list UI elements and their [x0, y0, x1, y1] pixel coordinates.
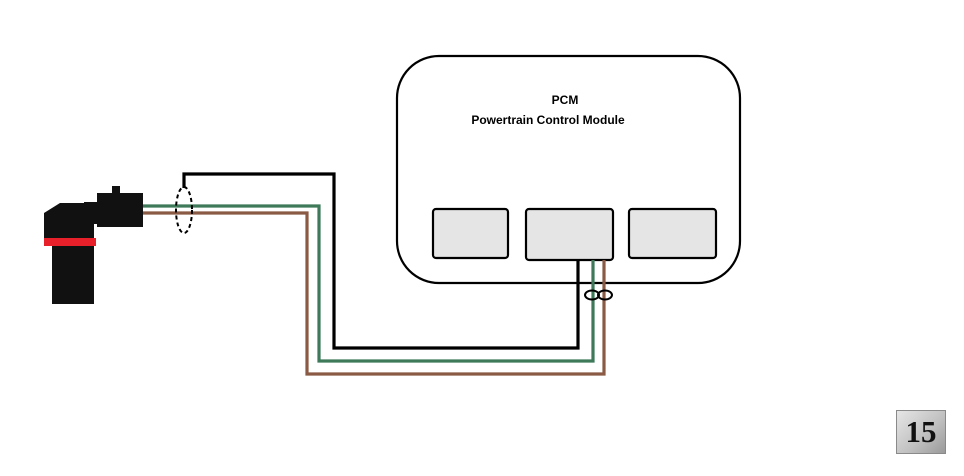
- pcm-full-name: Powertrain Control Module: [471, 113, 625, 127]
- pcm-label: PCM: [552, 93, 579, 107]
- pcm-connector-center: [524, 207, 615, 262]
- twisted-pair-marker-left: [175, 186, 193, 234]
- sensor-icon: [44, 186, 143, 304]
- pcm-connector-right: [627, 207, 718, 260]
- pcm-connector-left: [431, 207, 510, 260]
- wire-brown: [143, 211, 606, 376]
- wire-shield-drain: [182, 172, 580, 350]
- wire-green: [143, 204, 595, 363]
- page-number-badge: 15: [896, 410, 946, 454]
- twisted-pair-marker-pcm: [584, 289, 613, 301]
